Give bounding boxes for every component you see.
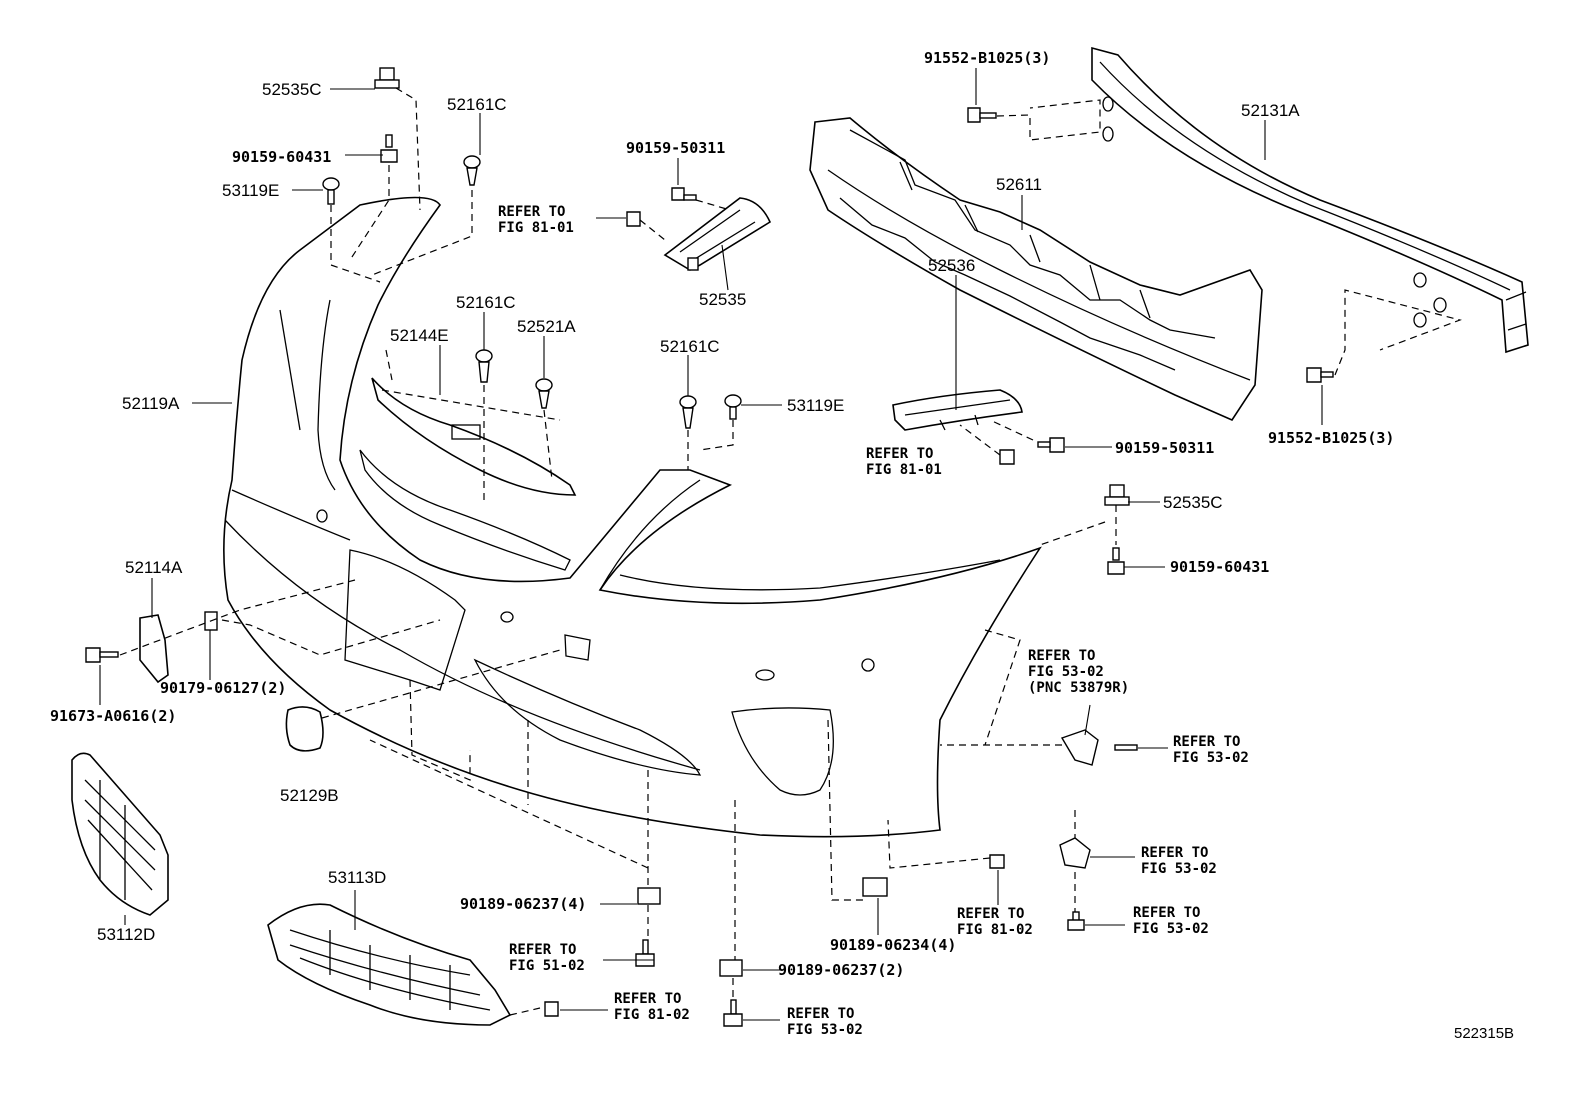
label-90189-06234-4: 90189-06234(4) [830,936,956,954]
ref-fig-53-02-bottom-line1: REFER TO [787,1006,854,1022]
label-52129B: 52129B [280,786,339,805]
lower-grille [267,903,512,1026]
ref-fig-81-01-top-line1: REFER TO [498,204,565,220]
cap-52129B [285,706,324,752]
label-52535: 52535 [699,290,746,309]
label-52535C-right: 52535C [1163,493,1223,512]
label-52161C-mid: 52161C [456,293,516,312]
ref-fig-51-02-line1: REFER TO [509,942,576,958]
label-52161C-top: 52161C [447,95,507,114]
label-52161C-right: 52161C [660,337,720,356]
label-90159-50311-right: 90159-50311 [1115,439,1214,457]
part-labels: 52535C 90159-60431 53119E 52161C 90159-5… [50,49,1394,979]
label-90189-06237-4: 90189-06237(4) [460,895,586,913]
label-90179: 90179-06127(2) [160,679,286,697]
label-53113D: 53113D [328,868,386,887]
label-52611: 52611 [996,175,1042,194]
diagram-id-label: 522315B [1454,1025,1514,1042]
label-91673: 91673-A0616(2) [50,707,176,725]
label-52144E: 52144E [390,326,449,345]
label-52521A: 52521A [517,317,576,336]
label-52119A: 52119A [122,394,180,413]
label-53112D: 53112D [97,925,155,944]
label-90159-60431-right: 90159-60431 [1170,558,1269,576]
bracket-52114A [139,611,218,684]
ref-fig-53-02-screw-line1: REFER TO [1133,905,1200,921]
label-52536: 52536 [928,256,975,275]
ref-fig-81-01-right-line1: REFER TO [866,446,933,462]
leader-lines [99,68,1323,1021]
ref-fig-53-02-clip-line2: FIG 53-02 [1141,861,1217,877]
ref-fig-53-02-bottom-line2: FIG 53-02 [787,1022,863,1038]
retainer-52536 [892,389,1023,431]
ref-fig-53-02-pnc-line1: REFER TO [1028,648,1095,664]
assembly-lines [119,87,1462,1016]
label-52114A: 52114A [125,558,183,577]
label-91552-top: 91552-B1025(3) [924,49,1050,67]
ref-fig-53-02-clip-line1: REFER TO [1141,845,1208,861]
retainer-52535 [663,197,772,271]
label-90159-50311-top: 90159-50311 [626,139,725,157]
ref-fig-81-01-right-line2: FIG 81-01 [866,462,942,478]
ref-fig-81-02-bottom-line1: REFER TO [614,991,681,1007]
side-grille [71,752,169,916]
label-53119E-top: 53119E [222,181,279,200]
upper-grille [359,377,577,571]
ref-fig-53-02-screw-line2: FIG 53-02 [1133,921,1209,937]
energy-absorber [809,117,1263,422]
ref-fig-81-02-right-line1: REFER TO [957,906,1024,922]
label-52535C-top: 52535C [262,80,322,99]
label-53119E-right: 53119E [787,396,844,415]
ref-fig-51-02-line2: FIG 51-02 [509,958,585,974]
ref-fig-81-02-right-line2: FIG 81-02 [957,922,1033,938]
ref-fig-53-02-pnc-line3: (PNC 53879R) [1028,680,1129,696]
ref-fig-53-02-sensor-line2: FIG 53-02 [1173,750,1249,766]
ref-fig-81-02-bottom-line2: FIG 81-02 [614,1007,690,1023]
label-90159-60431-top: 90159-60431 [232,148,331,166]
ref-fig-53-02-sensor-line1: REFER TO [1173,734,1240,750]
bumper-cover [223,196,1042,838]
label-90189-06237-2: 90189-06237(2) [778,961,904,979]
label-91552-right: 91552-B1025(3) [1268,429,1394,447]
ref-fig-81-01-top-line2: FIG 81-01 [498,220,574,236]
bumper-reinforcement [1091,46,1529,354]
reference-labels: REFER TO FIG 81-01 REFER TO FIG 81-01 RE… [498,204,1249,1038]
fasteners [85,67,1334,1027]
ref-fig-53-02-pnc-line2: FIG 53-02 [1028,664,1104,680]
label-52131A: 52131A [1241,101,1300,120]
